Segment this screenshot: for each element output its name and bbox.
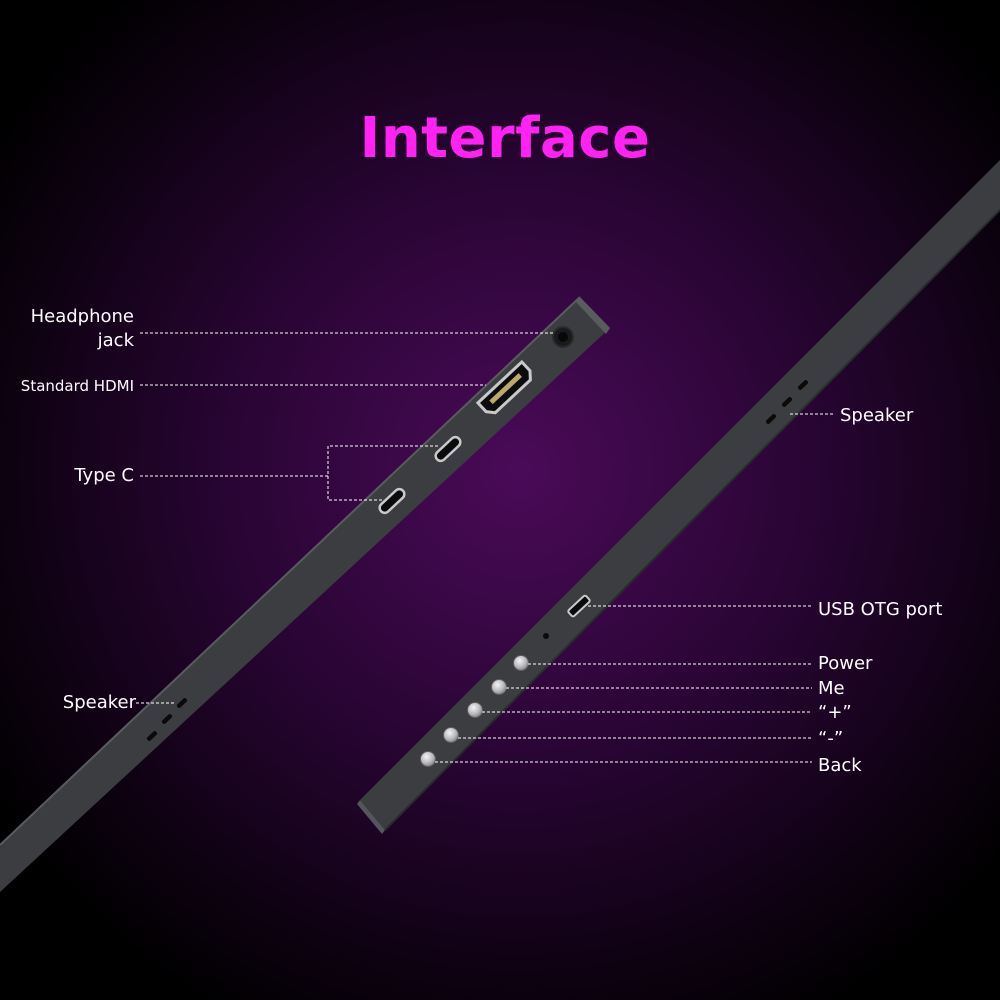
label-back: Back	[818, 755, 862, 776]
plus-button	[467, 702, 483, 718]
leader-type-c-2	[327, 476, 384, 501]
left-panel-highlight	[0, 296, 581, 846]
label-menu: Me	[818, 678, 845, 699]
label-speaker-right: Speaker	[840, 405, 914, 426]
type-c-port-1	[434, 435, 462, 463]
leader-type-c	[140, 445, 440, 477]
label-minus: “-”	[818, 728, 844, 749]
label-usb-otg: USB OTG port	[818, 599, 943, 620]
type-c-port-2	[378, 487, 406, 515]
back-button	[420, 751, 436, 767]
label-speaker-left: Speaker	[62, 692, 136, 713]
power-button	[513, 655, 529, 671]
label-power: Power	[818, 653, 873, 674]
headphone-jack-port	[552, 326, 574, 348]
left-panel-bevel	[576, 297, 610, 334]
hdmi-port	[475, 359, 532, 415]
label-headphone-line2: jack	[97, 330, 134, 351]
speaker-grille-right	[765, 380, 809, 424]
monitor-left-edge	[0, 296, 610, 892]
speaker-grille-left	[146, 698, 188, 741]
label-type-c: Type C	[74, 465, 134, 486]
indicator-led	[543, 633, 549, 639]
right-panel-bevel	[357, 800, 385, 834]
usb-otg-port	[567, 594, 591, 618]
label-headphone: Headphone jack	[14, 305, 134, 353]
label-hdmi: Standard HDMI	[20, 377, 134, 395]
label-headphone-line1: Headphone	[30, 306, 134, 327]
minus-button	[443, 727, 459, 743]
right-panel-highlight	[384, 209, 1000, 831]
monitor-right-edge	[357, 160, 1000, 834]
leader-lines	[136, 332, 834, 763]
label-plus: “+”	[818, 702, 852, 723]
menu-button	[491, 679, 507, 695]
page-title: Interface	[359, 106, 651, 171]
